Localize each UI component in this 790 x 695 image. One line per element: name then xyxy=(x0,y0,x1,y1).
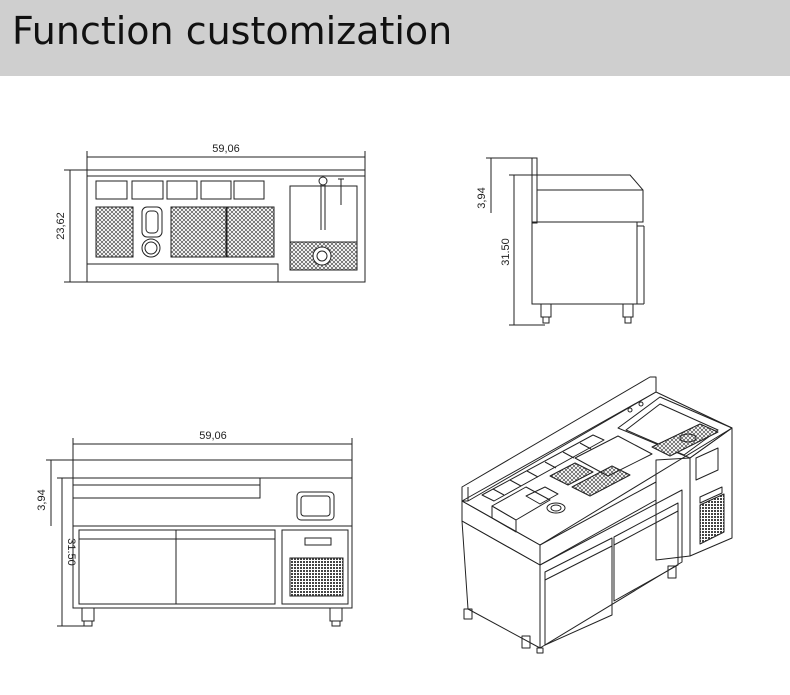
top-depth-label: 23,62 xyxy=(55,212,67,240)
header-bar: Function customization xyxy=(0,0,790,76)
front-width-label: 59,06 xyxy=(199,430,227,442)
isometric-view xyxy=(461,376,733,654)
side-height-label: 31.50 xyxy=(500,238,512,266)
top-width-label: 59,06 xyxy=(212,143,240,155)
side-upstand-label: 3,94 xyxy=(476,187,488,208)
front-height-label: 31.50 xyxy=(65,538,77,566)
front-upstand-label: 3,94 xyxy=(36,489,48,510)
front-view xyxy=(46,438,353,627)
top-view xyxy=(64,151,366,283)
page-title: Function customization xyxy=(12,9,453,53)
side-view xyxy=(486,157,645,326)
